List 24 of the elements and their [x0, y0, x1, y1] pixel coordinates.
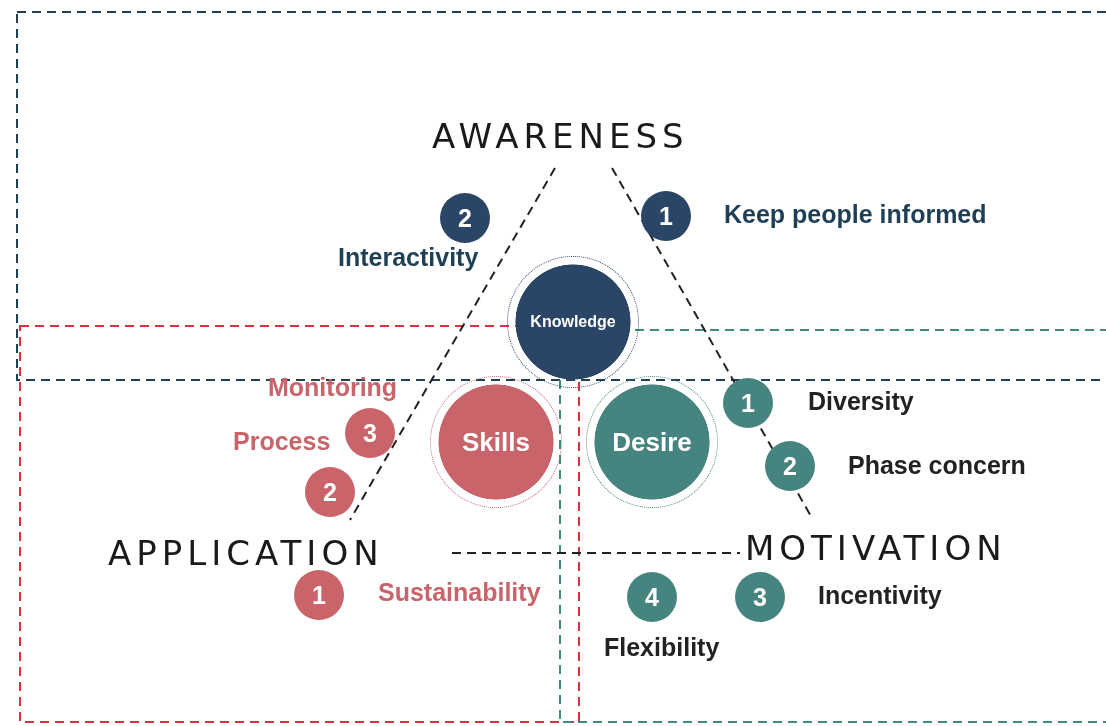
number-badge: 2 [305, 467, 355, 517]
number-badge: 2 [440, 193, 490, 243]
corner-heading: MOTIVATION [745, 528, 1007, 568]
concept-circle: Desire [586, 376, 718, 508]
number-badge: 2 [765, 441, 815, 491]
item-label: Diversity [808, 387, 914, 416]
number-badge: 1 [641, 191, 691, 241]
corner-heading: APPLICATION [108, 533, 384, 573]
item-label: Process [233, 427, 331, 456]
number-badge: 4 [627, 572, 677, 622]
item-label: Phase concern [848, 451, 1026, 480]
item-label: Flexibility [604, 633, 720, 662]
number-badge: 1 [723, 378, 773, 428]
item-label: Keep people informed [724, 200, 987, 229]
item-label: Interactivity [338, 243, 479, 272]
number-badge: 3 [345, 408, 395, 458]
number-badge: 1 [294, 570, 344, 620]
corner-heading: AWARENESS [432, 116, 689, 156]
item-label: Incentivity [818, 581, 942, 610]
number-badge: 3 [735, 572, 785, 622]
item-label: Sustainability [378, 578, 541, 607]
concept-circle: Skills [430, 376, 562, 508]
item-label: Monitoring [268, 373, 398, 402]
concept-circle: Knowledge [507, 256, 639, 388]
